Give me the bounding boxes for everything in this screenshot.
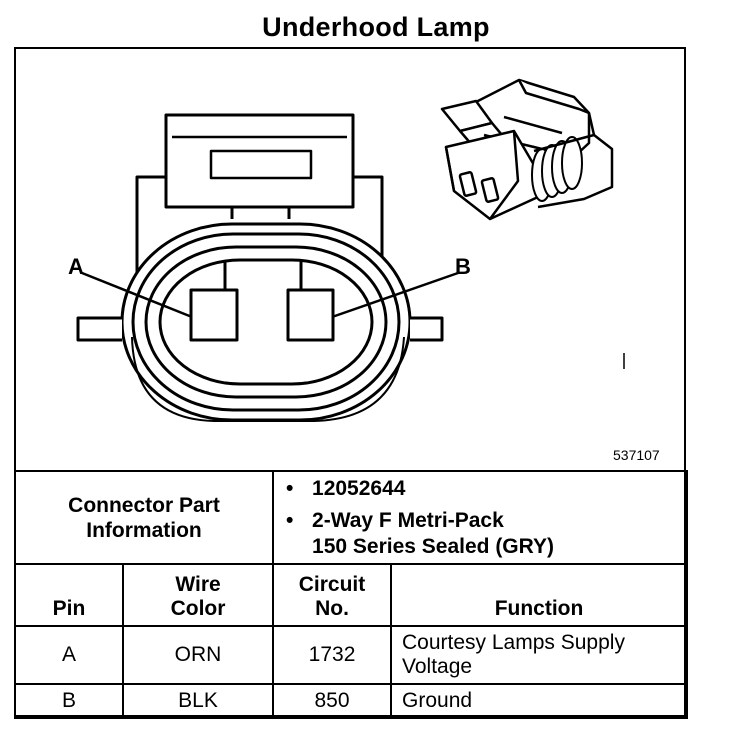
- connector-info-items: • 12052644 • 2-Way F Metri-Pack 150 Seri…: [272, 470, 689, 565]
- wire-color-cell: ORN: [121, 625, 275, 685]
- connector-3d-view: [440, 78, 614, 221]
- header-circuit: Circuit No.: [272, 563, 393, 627]
- wire-color-cell: BLK: [121, 683, 275, 719]
- pin-cavities: [189, 260, 335, 342]
- pin-label-a: A: [68, 254, 84, 279]
- pin-table-header: Pin Wire Color Circuit No. Function: [14, 563, 689, 627]
- connector-part-number: • 12052644: [286, 476, 406, 500]
- connector-ears: [76, 316, 444, 342]
- connector-info-label: Connector Part Information: [13, 470, 275, 565]
- connector-table: Connector Part Information • 12052644 • …: [13, 470, 689, 719]
- diagram-title: Underhood Lamp: [262, 12, 490, 42]
- figure-number: 537107: [613, 447, 660, 463]
- pin-label-b: B: [455, 254, 471, 279]
- bullet-glyph: •: [286, 508, 294, 532]
- pin-cell: A: [14, 625, 124, 685]
- table-row: B BLK 850 Ground: [14, 683, 689, 719]
- connector-figure: A B: [14, 47, 686, 471]
- header-pin: Pin: [14, 563, 124, 627]
- circuit-cell: 850: [272, 683, 393, 719]
- leader-lines: [81, 271, 459, 319]
- pin-cell: B: [14, 683, 124, 719]
- connector-oval: [120, 222, 412, 422]
- function-cell: Courtesy Lamps Supply Voltage: [390, 625, 689, 685]
- table-row: A ORN 1732 Courtesy Lamps Supply Voltage: [14, 625, 689, 685]
- function-cell: Ground: [390, 683, 689, 719]
- bullet-glyph: •: [286, 476, 294, 500]
- header-wire-color: Wire Color: [121, 563, 275, 627]
- header-function: Function: [390, 563, 689, 627]
- connector-info-row: Connector Part Information • 12052644 • …: [13, 470, 689, 565]
- connector-description: • 2-Way F Metri-Pack 150 Series Sealed (…: [286, 508, 555, 558]
- circuit-cell: 1732: [272, 625, 393, 685]
